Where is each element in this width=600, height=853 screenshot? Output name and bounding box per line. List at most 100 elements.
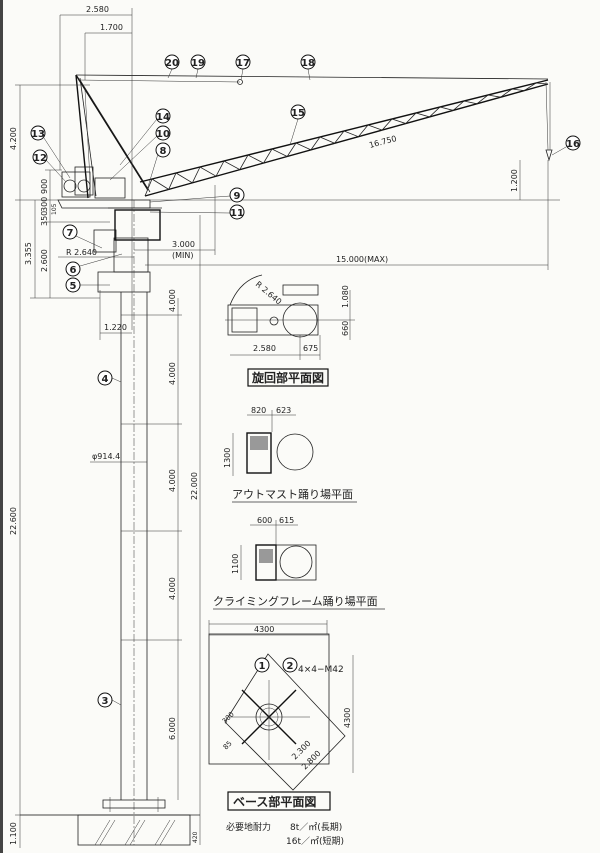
- svg-text:7: 7: [67, 228, 74, 239]
- climbing-width-615: 615: [279, 516, 294, 525]
- dimension-lines: [15, 8, 560, 848]
- outmast-plan-title: アウトマスト踊り場平面: [232, 488, 353, 501]
- bearing-label: 必要地耐力: [226, 821, 271, 833]
- dim-mast-4000-a: 4.000: [168, 289, 177, 312]
- callout-11: 11: [229, 204, 245, 220]
- hoist-motor: [93, 229, 117, 253]
- pendant-joint: [237, 79, 243, 85]
- base-plan-title: ベース部平面図: [233, 794, 316, 809]
- outmast-height-1300: 1300: [223, 448, 232, 468]
- outmast-width-820: 820: [251, 406, 266, 415]
- climbing-frame-plan: 600 615 1100 クライミングフレーム踊り場平面: [213, 516, 385, 610]
- dim-mast-6000: 6.000: [168, 717, 177, 740]
- climbing-width-600: 600: [257, 516, 272, 525]
- slewing-radius: R 2.640: [254, 280, 284, 307]
- climbing-plan-title: クライミングフレーム踊り場平面: [213, 594, 378, 608]
- dim-1220: 1.220: [104, 323, 127, 332]
- callout-9: 9: [229, 187, 245, 203]
- dim-300: 300: [40, 197, 49, 212]
- svg-text:11: 11: [230, 208, 244, 219]
- callout-19: 19: [190, 54, 206, 70]
- dim-15000-max: 15.000(MAX): [336, 255, 388, 264]
- base-dim-300: 300: [221, 710, 236, 725]
- foundation: [20, 814, 200, 846]
- callout-12: 12: [32, 149, 48, 165]
- outmast-width-623: 623: [276, 406, 291, 415]
- dim-22600: 22.600: [9, 507, 18, 535]
- dim-min-label: (MIN): [172, 251, 194, 260]
- hook-line: [545, 81, 553, 162]
- dim-16750: 16.750: [368, 134, 397, 150]
- dim-350: 350: [40, 211, 49, 226]
- base-dim-85: 85: [222, 739, 234, 751]
- callout-2: 2: [282, 657, 298, 673]
- mast: [102, 200, 166, 845]
- svg-text:18: 18: [301, 58, 315, 69]
- callout-6: 6: [65, 261, 81, 277]
- svg-text:15: 15: [291, 108, 305, 119]
- svg-text:8: 8: [160, 146, 167, 157]
- callout-8: 8: [155, 142, 171, 158]
- slewing-height-660: 660: [341, 321, 350, 336]
- callouts: 20 19 17 18 15 14 10 8 13 12 16 9 11 7 6…: [30, 54, 581, 708]
- svg-text:5: 5: [70, 281, 77, 292]
- callout-3: 3: [97, 692, 113, 708]
- svg-text:3: 3: [102, 696, 109, 707]
- dim-420: 420: [192, 831, 199, 843]
- outmast-plan: 820 623 1300 アウトマスト踊り場平面: [223, 406, 357, 503]
- svg-text:9: 9: [234, 191, 241, 202]
- svg-text:6: 6: [70, 265, 77, 276]
- dim-mast-4000-d: 4.000: [168, 577, 177, 600]
- base-plan: 4300 4300 4×4−M42 300 85 2.300 2.800 1 2…: [208, 620, 354, 847]
- svg-text:2: 2: [287, 661, 294, 672]
- svg-text:4: 4: [102, 374, 109, 385]
- dim-mast-4000-b: 4.000: [168, 362, 177, 385]
- callout-4: 4: [97, 370, 113, 386]
- bearing-short-term: 16t／㎡(短期): [286, 835, 344, 847]
- jib-lattice: [144, 82, 549, 197]
- callout-10: 10: [155, 125, 171, 141]
- svg-text:10: 10: [156, 129, 170, 140]
- dim-1200: 1.200: [510, 169, 519, 192]
- dim-2580: 2.580: [86, 5, 109, 14]
- callout-16: 16: [565, 135, 581, 151]
- callout-5: 5: [65, 277, 81, 293]
- dim-2600: 2.600: [40, 249, 49, 272]
- slewing-width-2580: 2.580: [253, 344, 276, 353]
- tie-rods: [75, 74, 549, 85]
- dim-3000: 3.000: [172, 240, 195, 249]
- dimension-labels: 2.580 1.700 4.200 22.600 1.100 3.355 2.6…: [9, 5, 519, 845]
- svg-text:13: 13: [31, 129, 45, 140]
- dim-4200: 4.200: [9, 127, 18, 150]
- callout-14: 14: [155, 108, 171, 124]
- dim-mast-22000: 22.000: [190, 472, 199, 500]
- jib: [139, 79, 549, 197]
- svg-text:12: 12: [33, 153, 47, 164]
- slewing-height-1080: 1.080: [341, 285, 350, 308]
- scan-edge: [0, 0, 3, 853]
- callout-15: 15: [290, 104, 306, 120]
- callout-18: 18: [300, 54, 316, 70]
- slewing-plan-title: 旋回部平面図: [251, 370, 324, 385]
- base-bolts-spec: 4×4−M42: [298, 665, 344, 675]
- slewing-plan: R 2.640 2.580 675 1.080 660 旋回部平面図: [225, 274, 355, 387]
- svg-text:20: 20: [165, 58, 179, 69]
- callout-1: 1: [254, 657, 270, 673]
- dim-105: 105: [51, 203, 58, 215]
- bearing-long-term: 8t／㎡(長期): [290, 822, 342, 833]
- callout-13: 13: [30, 125, 46, 141]
- svg-text:17: 17: [236, 58, 250, 69]
- dim-1100: 1.100: [9, 822, 18, 845]
- slewing-width-675: 675: [303, 344, 318, 353]
- callout-20: 20: [164, 54, 180, 70]
- dim-mast-4000-c: 4.000: [168, 469, 177, 492]
- a-frame: [75, 74, 151, 199]
- dim-1700: 1.700: [100, 23, 123, 32]
- svg-text:19: 19: [191, 58, 205, 69]
- climbing-height-1100: 1100: [231, 554, 240, 574]
- svg-text:1: 1: [259, 661, 266, 672]
- callout-7: 7: [62, 224, 78, 240]
- hook-block: [545, 149, 553, 162]
- svg-text:14: 14: [156, 112, 170, 123]
